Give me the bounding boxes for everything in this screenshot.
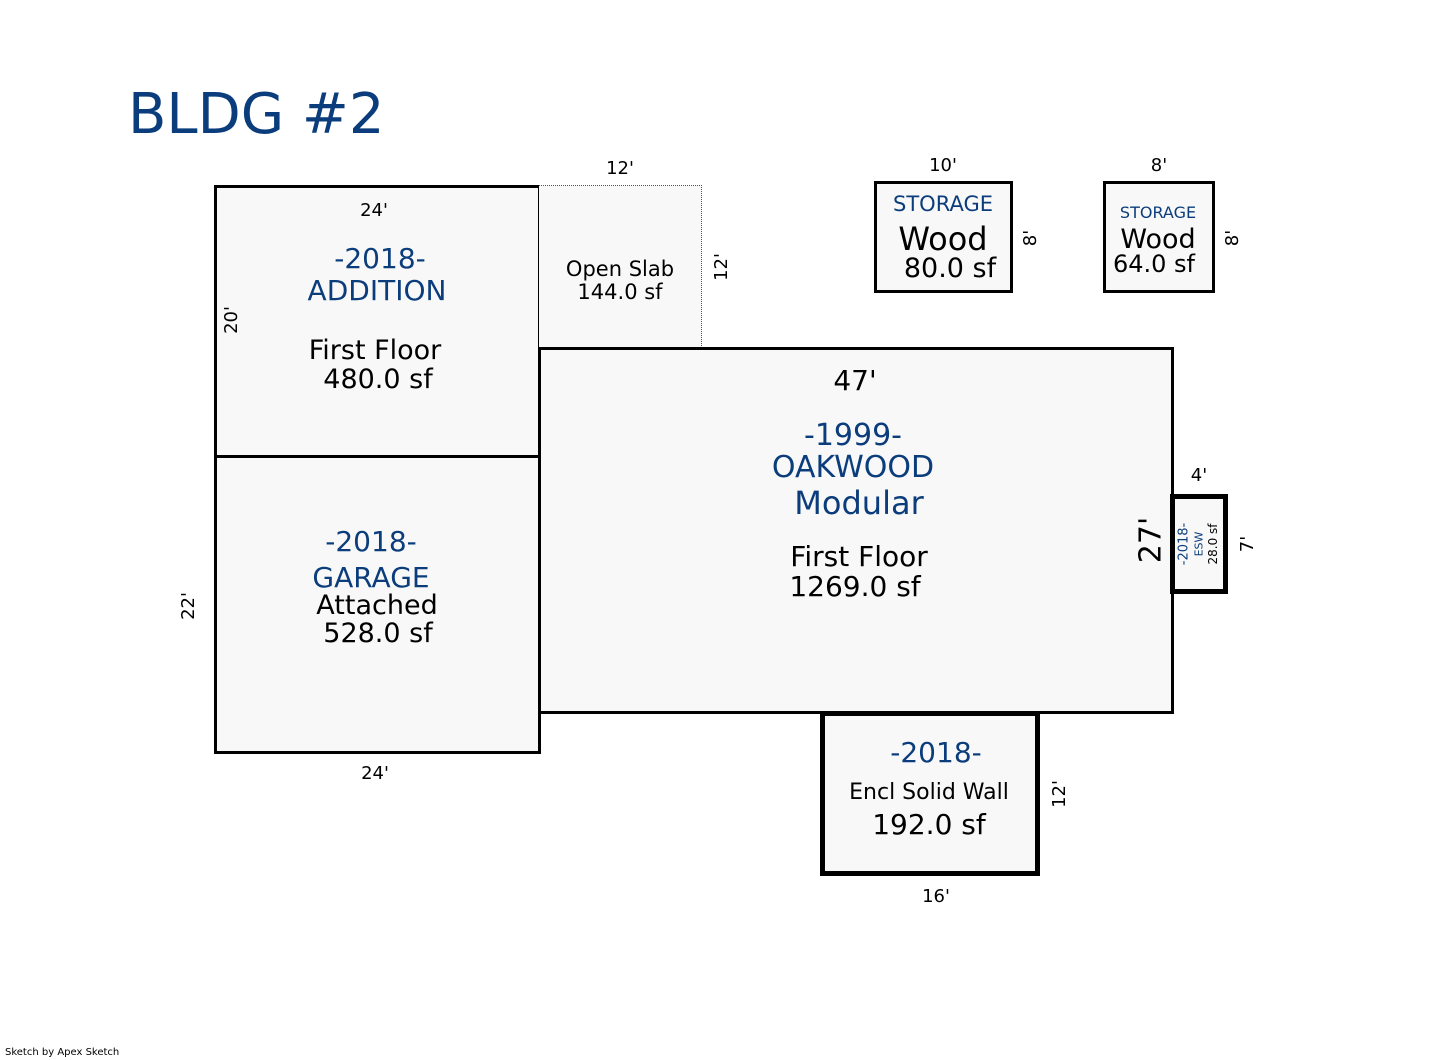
storage-2-area-value: 64.0 sf — [1112, 250, 1196, 278]
addition-year: -2018- — [334, 242, 426, 275]
storage-1-area[interactable] — [874, 181, 1013, 293]
credit-text: Sketch by Apex Sketch — [5, 1047, 120, 1058]
garage-type: Attached — [316, 590, 438, 621]
storage-1-top-dimension: 10' — [929, 155, 957, 176]
garage-year: -2018- — [325, 525, 417, 558]
garage-area[interactable] — [214, 455, 541, 754]
addition-side-dimension: 20' — [221, 306, 242, 334]
encl-year: -2018- — [890, 736, 982, 769]
main-name: OAKWOOD — [771, 450, 935, 485]
garage-bottom-dimension: 24' — [361, 763, 389, 784]
open-slab-top-dimension: 12' — [606, 158, 634, 179]
esw-small-top-dimension: 4' — [1190, 465, 1208, 486]
storage-1-material: Wood — [898, 220, 988, 258]
esw-small-area[interactable] — [1170, 494, 1228, 594]
storage-2-side-dimension: 8' — [1222, 229, 1243, 247]
main-side-dimension: 27' — [1133, 516, 1169, 564]
open-slab-area-value: 144.0 sf — [577, 280, 663, 304]
esw-small-name: ESW — [1192, 531, 1206, 557]
open-slab-side-dimension: 12' — [711, 253, 732, 281]
encl-solid-wall-area[interactable] — [820, 711, 1040, 876]
storage-2-top-dimension: 8' — [1150, 155, 1168, 176]
storage-1-area-value: 80.0 sf — [903, 253, 997, 284]
addition-area[interactable] — [214, 185, 541, 458]
encl-area-value: 192.0 sf — [872, 808, 986, 841]
esw-small-side-dimension: 7' — [1237, 535, 1258, 553]
main-top-dimension: 47' — [833, 364, 877, 397]
open-slab-area[interactable] — [539, 185, 702, 348]
garage-area-value: 528.0 sf — [323, 618, 433, 649]
storage-1-side-dimension: 8' — [1020, 229, 1041, 247]
main-floor: First Floor — [790, 540, 928, 573]
encl-bottom-dimension: 16' — [922, 886, 950, 907]
storage-1-label: STORAGE — [893, 192, 993, 216]
main-year: -1999- — [804, 418, 902, 453]
storage-2-label: STORAGE — [1119, 203, 1197, 222]
main-type: Modular — [794, 484, 924, 522]
open-slab-name: Open Slab — [565, 257, 675, 281]
esw-small-area-value: 28.0 sf — [1206, 523, 1220, 565]
encl-side-dimension: 12' — [1049, 780, 1070, 808]
addition-top-dimension: 24' — [360, 200, 388, 221]
garage-side-dimension: 22' — [178, 592, 199, 620]
addition-floor: First Floor — [308, 335, 442, 366]
storage-2-area[interactable] — [1103, 181, 1215, 293]
addition-area-value: 480.0 sf — [323, 364, 433, 395]
page-title: BLDG #2 — [128, 82, 385, 147]
esw-small-year: -2018- — [1176, 522, 1192, 566]
main-area-value: 1269.0 sf — [789, 570, 921, 603]
garage-name: GARAGE — [312, 561, 430, 594]
main-building-area[interactable] — [538, 347, 1174, 714]
addition-name: ADDITION — [307, 274, 447, 307]
encl-name: Encl Solid Wall — [849, 780, 1009, 805]
storage-2-material: Wood — [1120, 224, 1196, 255]
